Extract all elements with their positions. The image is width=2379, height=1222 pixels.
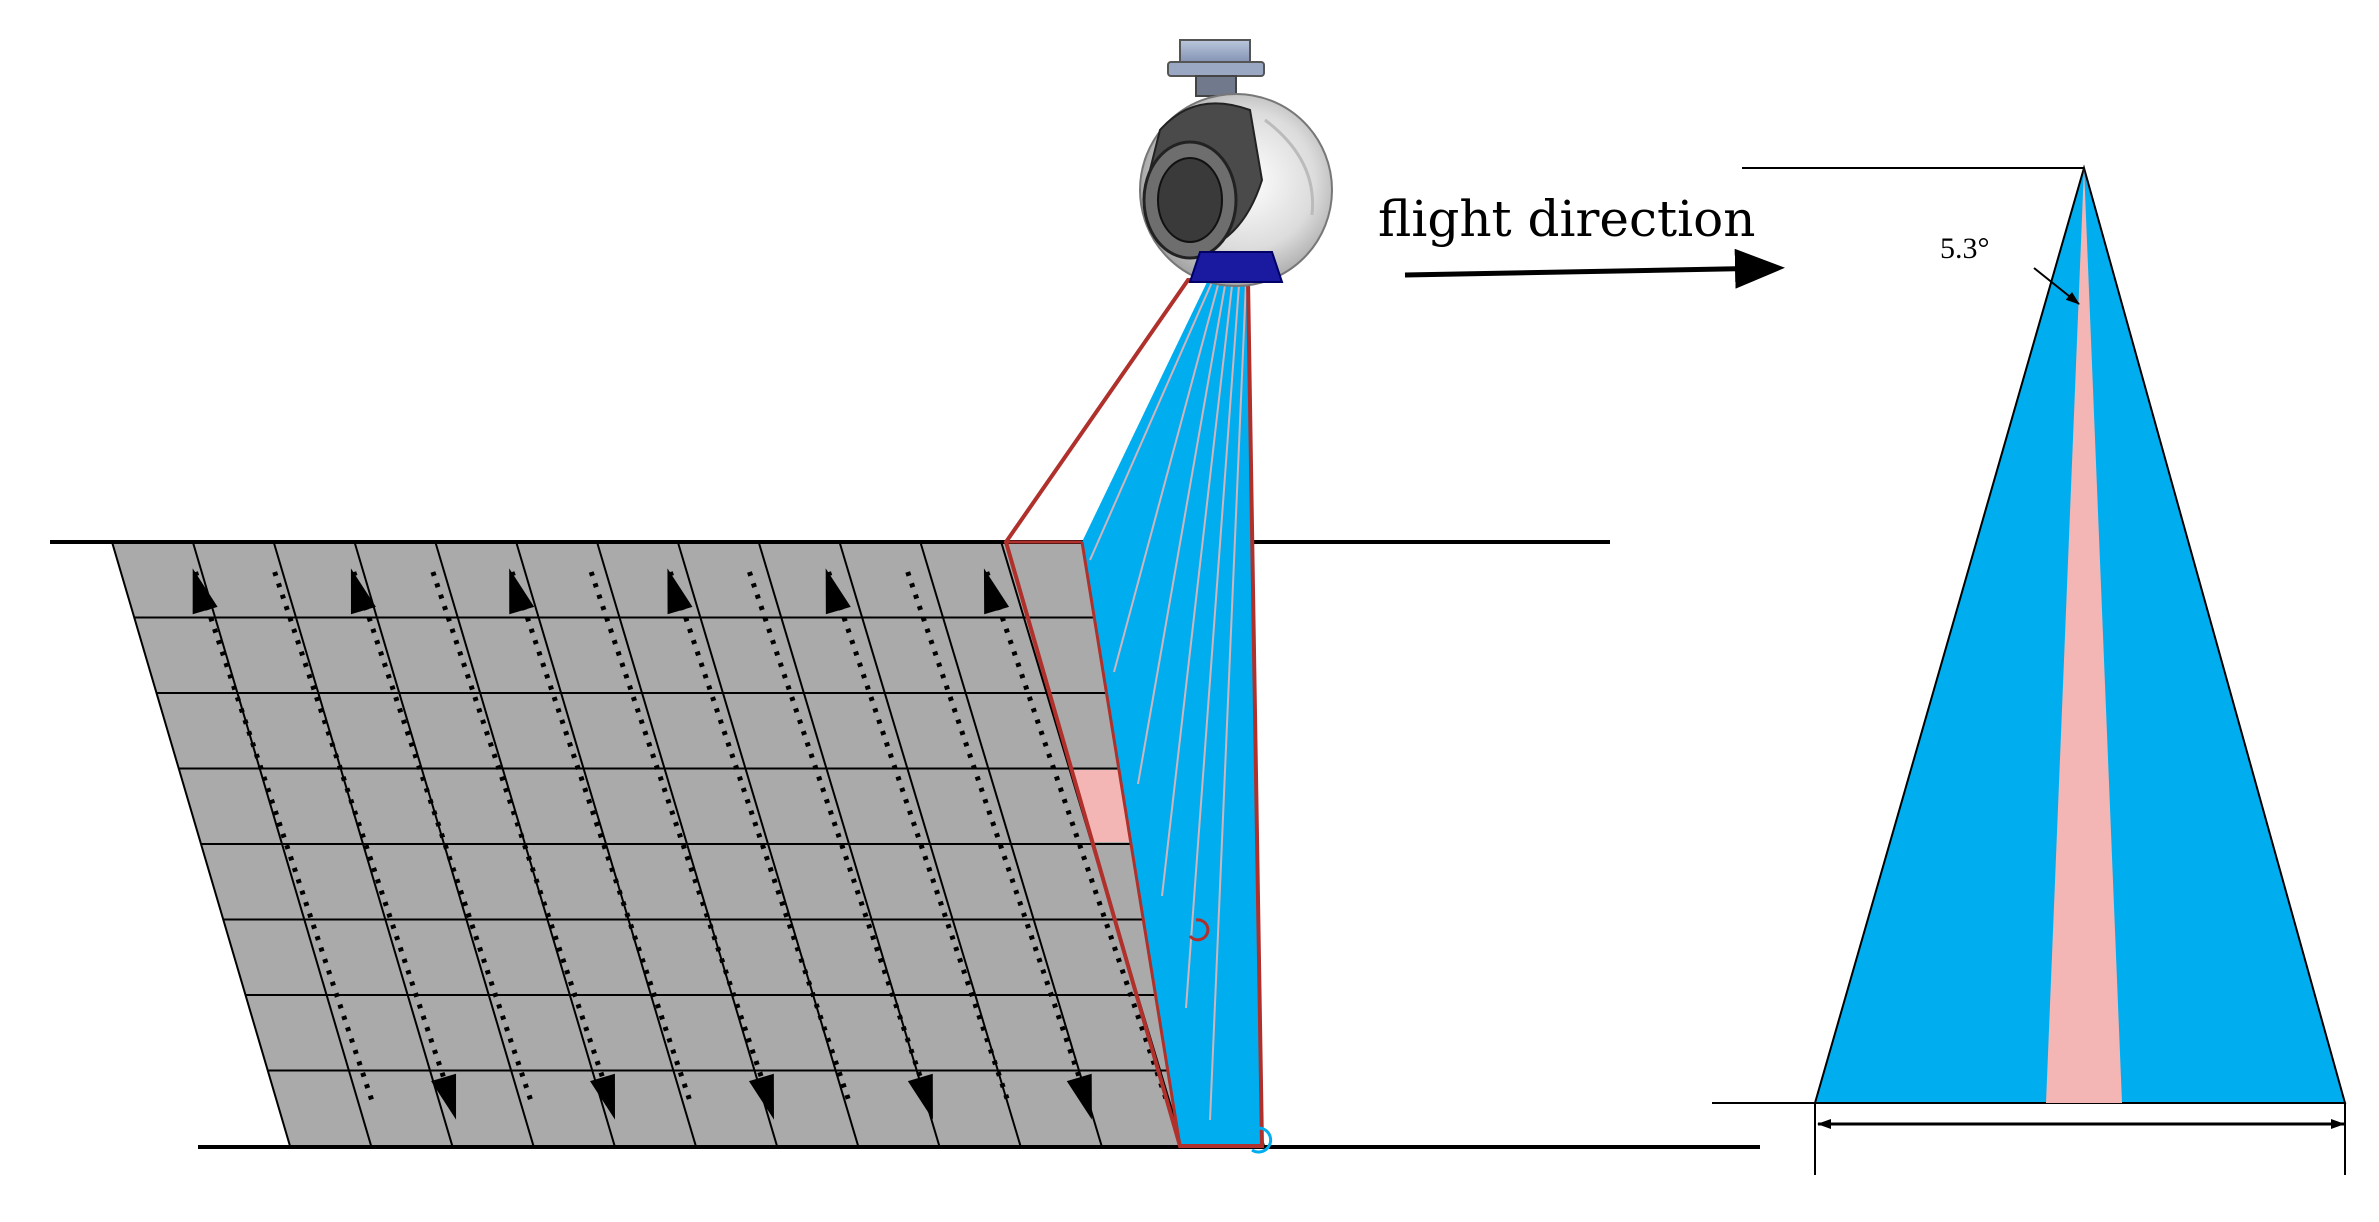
beam-rays <box>1089 281 1247 1121</box>
flight-track <box>588 571 774 1107</box>
beam-edge-line <box>1080 541 1182 1147</box>
angle-pointer-arrow <box>2033 267 2080 305</box>
track-arrow-up <box>825 568 851 615</box>
beam-ray <box>1161 281 1234 897</box>
beam-fan <box>1082 280 1262 1146</box>
track-arrow-up <box>192 568 218 615</box>
beam-ray <box>1089 281 1213 561</box>
flight-track <box>667 571 853 1107</box>
beam-ray <box>1137 281 1227 785</box>
cross-section-ifov <box>2046 168 2122 1103</box>
beam-angle-marker <box>1251 1126 1273 1154</box>
flight-track <box>351 571 536 1107</box>
beam-ray <box>1185 281 1241 1009</box>
track-arrow-up <box>983 568 1010 615</box>
track-arrow-down <box>431 1073 457 1120</box>
beam-ray <box>1113 281 1220 673</box>
flight-track <box>430 571 615 1107</box>
track-arrow-down <box>590 1073 615 1120</box>
track-arrow-up <box>667 568 693 615</box>
scan-beam <box>1003 278 1273 1154</box>
flight-track-lines <box>192 568 1171 1120</box>
flight-track <box>984 571 1171 1107</box>
track-arrow-down <box>907 1073 933 1120</box>
cross-section-view: 5.3° <box>1712 164 2347 1175</box>
flight-track <box>509 571 694 1107</box>
beam-ray <box>1209 281 1247 1121</box>
beam-edge-marker <box>1188 918 1210 942</box>
track-arrow-down <box>1066 1073 1092 1120</box>
flight-track <box>905 571 1092 1107</box>
ground-area <box>50 540 1760 1149</box>
flight-direction-arrow-icon <box>1404 248 1785 289</box>
flight-track <box>272 571 456 1107</box>
track-arrow-up <box>350 568 376 615</box>
track-arrow-up <box>509 568 535 615</box>
flight-track <box>826 571 1012 1107</box>
angle-label: 5.3° <box>1940 232 1990 265</box>
flight-track <box>193 571 377 1107</box>
gimbal-camera-icon <box>1139 39 1333 287</box>
flight-track <box>747 571 933 1107</box>
flight-direction-label: flight direction <box>1378 190 1755 248</box>
track-arrow-down <box>748 1073 774 1120</box>
